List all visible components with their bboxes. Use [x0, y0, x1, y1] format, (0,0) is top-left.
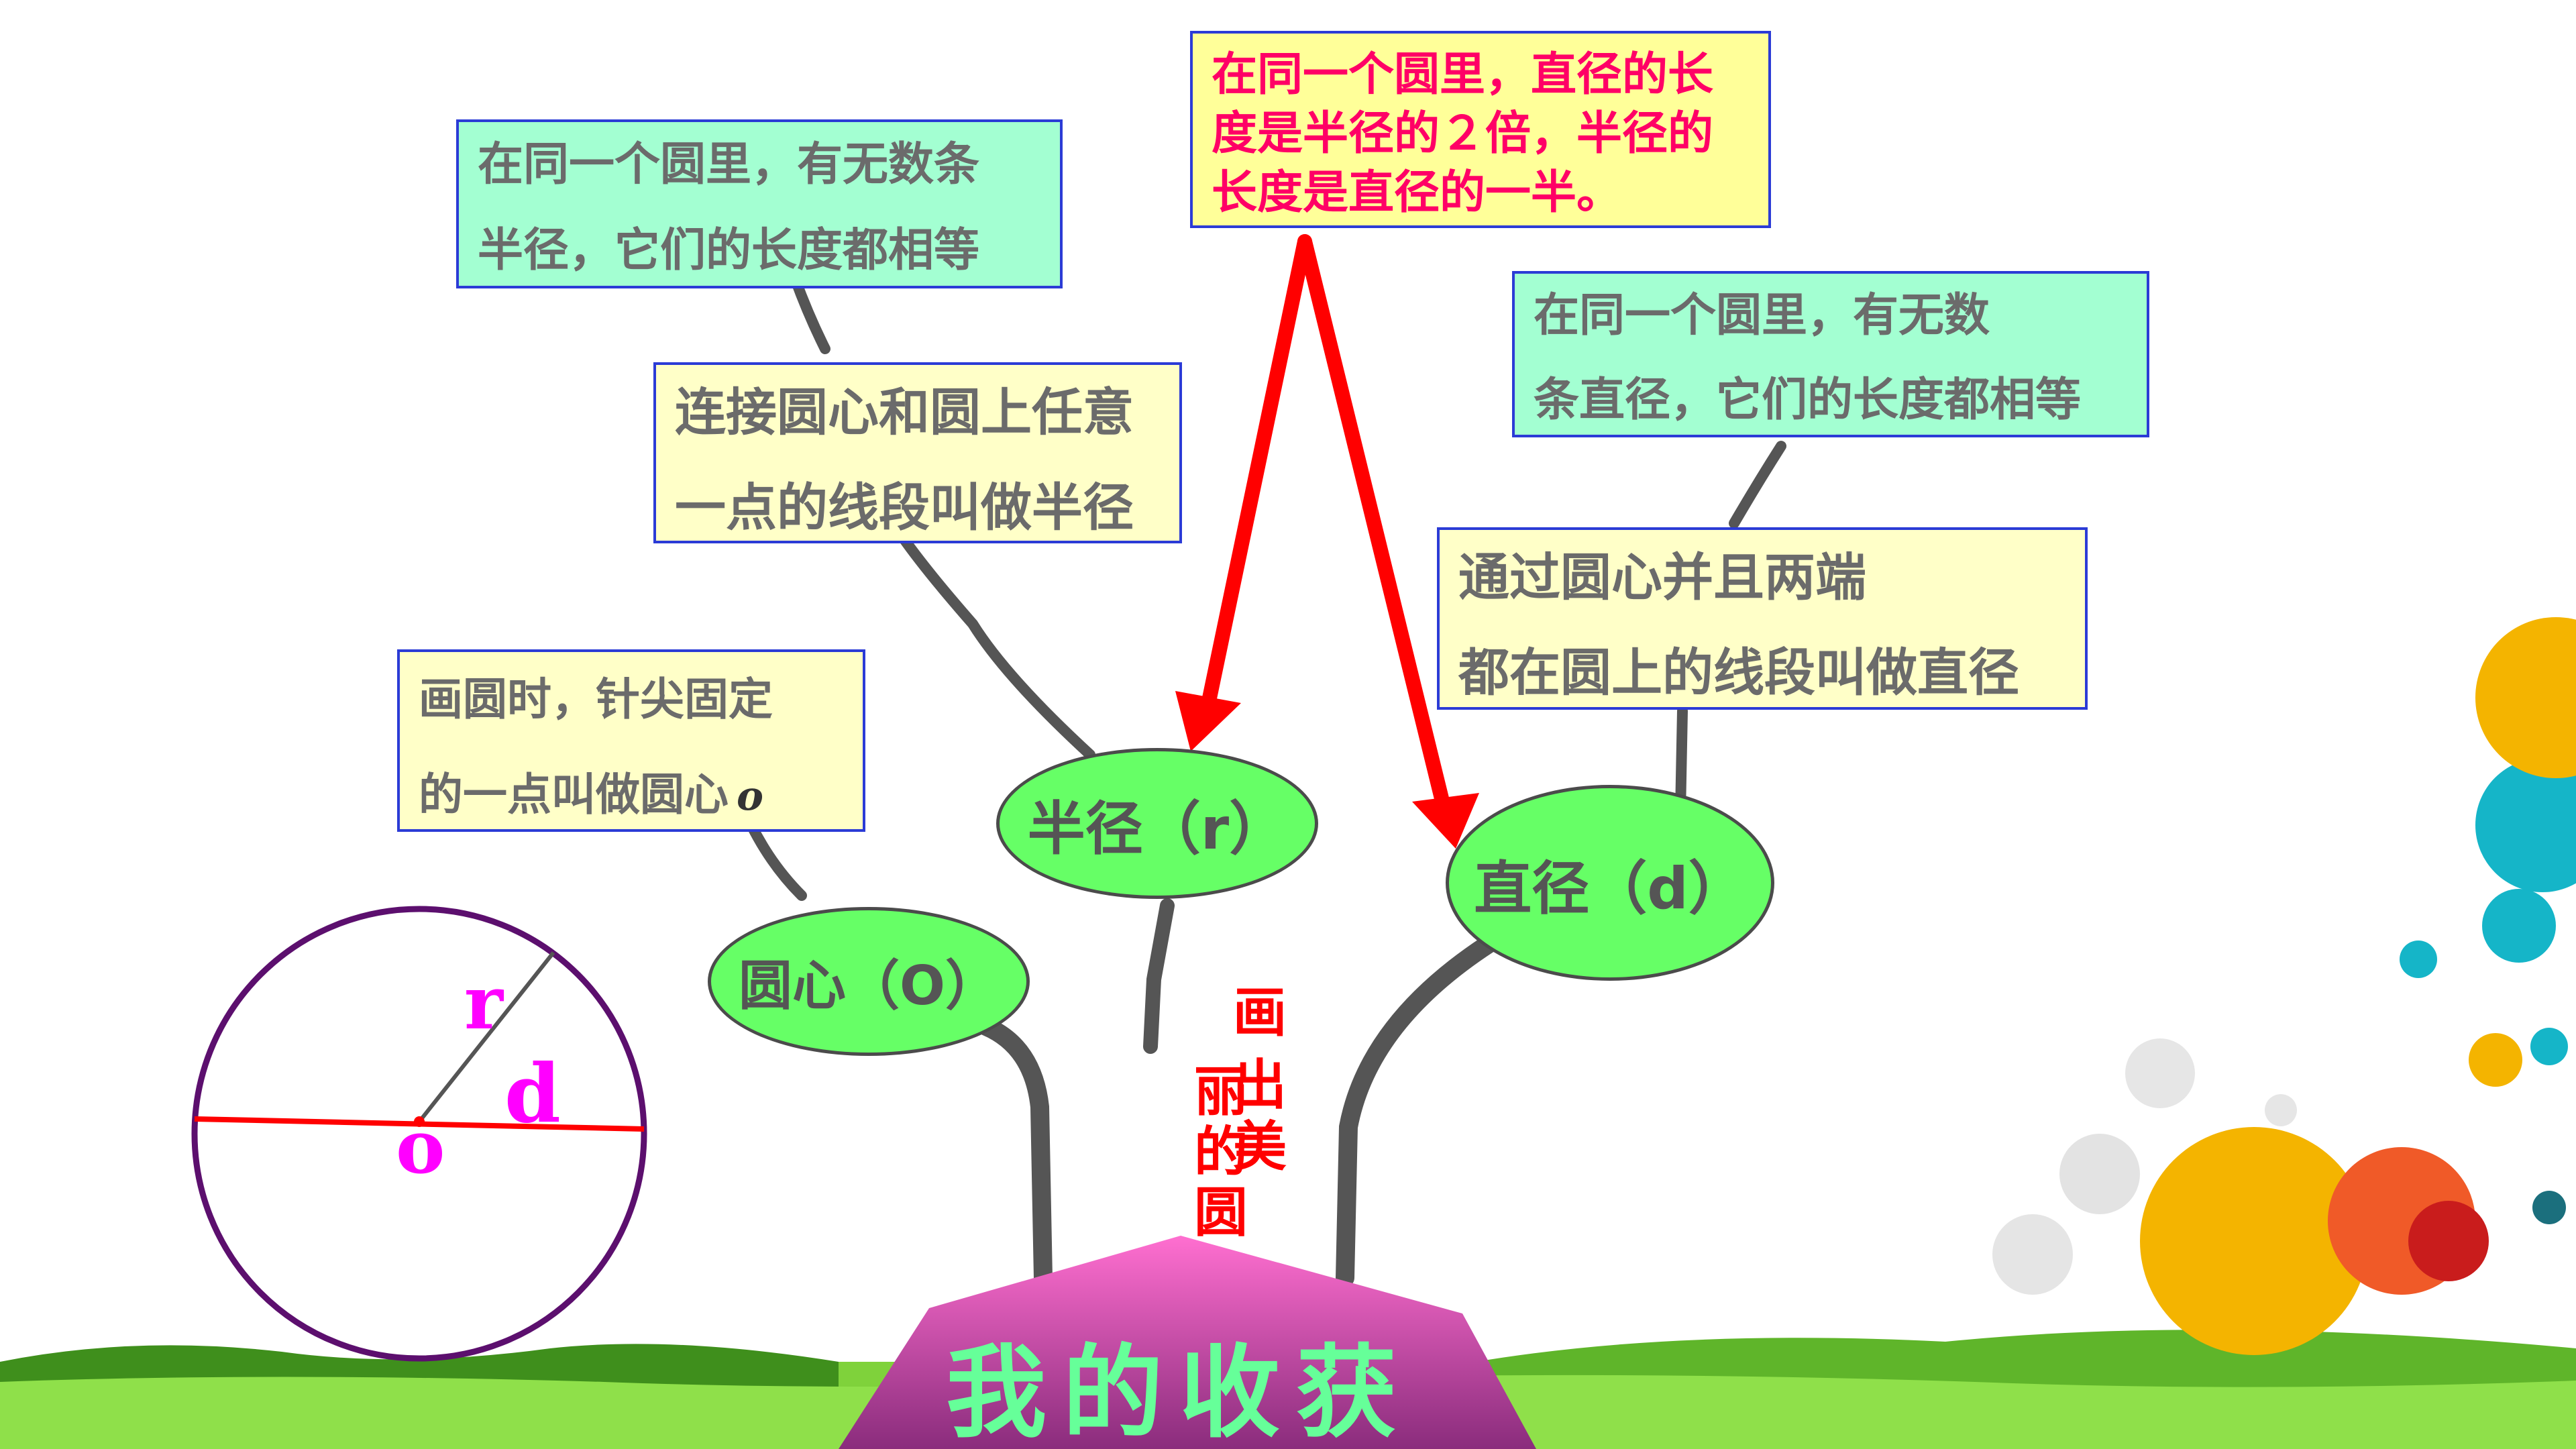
- vertical-char-4: 丽: [1194, 1061, 1248, 1123]
- relation-line3: 长度是直径的一半。: [1212, 166, 1623, 219]
- center-point: [414, 1116, 425, 1127]
- base-plate: [839, 1236, 1536, 1449]
- vertical-char-1: 画: [1233, 981, 1287, 1044]
- radius-definition-box: 连接圆心和圆上任意 一点的线段叫做半径: [653, 362, 1182, 543]
- circle-outline: [191, 906, 647, 1362]
- relation-line2: 度是半径的２倍，半径的: [1212, 107, 1714, 160]
- radius-node: 半径（r）: [996, 748, 1318, 899]
- radius-equal-line1: 在同一个圆里，有无数条: [478, 138, 980, 191]
- radius-label: r: [464, 959, 503, 1046]
- relation-arrows: [1175, 234, 1479, 849]
- radius-equal-line2: 半径，它们的长度都相等: [478, 224, 980, 277]
- diameter-node: 直径（d）: [1446, 785, 1774, 981]
- vertical-char-3: 美: [1233, 1116, 1287, 1178]
- diameter-equal-line2: 条直径，它们的长度都相等: [1534, 374, 2082, 427]
- center-node: 圆心（O）: [708, 907, 1030, 1056]
- vertical-char-5: 的: [1194, 1121, 1248, 1183]
- relation-box: 在同一个圆里，直径的长 度是半径的２倍，半径的 长度是直径的一半。: [1190, 31, 1771, 228]
- base-title: 我的收获: [945, 1334, 1413, 1449]
- radius-line: [417, 951, 555, 1123]
- circle-figure: [191, 906, 647, 1362]
- diameter-label: d: [504, 1046, 561, 1141]
- radius-def-line1: 连接圆心和圆上任意: [675, 382, 1134, 442]
- diameter-definition-box: 通过圆心并且两端 都在圆上的线段叫做直径: [1437, 527, 2088, 710]
- center-symbol: o: [737, 773, 764, 820]
- vertical-char-6: 圆: [1194, 1181, 1248, 1244]
- vertical-char-2: 出: [1233, 1054, 1287, 1116]
- relation-line1: 在同一个圆里，直径的长: [1212, 48, 1714, 101]
- center-def-line1: 画圆时，针尖固定: [419, 674, 773, 725]
- center-label: o: [396, 1104, 445, 1190]
- diameter-def-line2: 都在圆上的线段叫做直径: [1458, 643, 2019, 702]
- diameter-equal-box: 在同一个圆里，有无数 条直径，它们的长度都相等: [1512, 271, 2149, 437]
- radius-equal-box: 在同一个圆里，有无数条 半径，它们的长度都相等: [456, 119, 1063, 288]
- radius-def-line2: 一点的线段叫做半径: [675, 478, 1134, 537]
- diameter-def-line1: 通过圆心并且两端: [1458, 547, 1866, 607]
- diameter-equal-line1: 在同一个圆里，有无数: [1534, 289, 1990, 342]
- decorative-bubbles: [1992, 617, 2576, 1355]
